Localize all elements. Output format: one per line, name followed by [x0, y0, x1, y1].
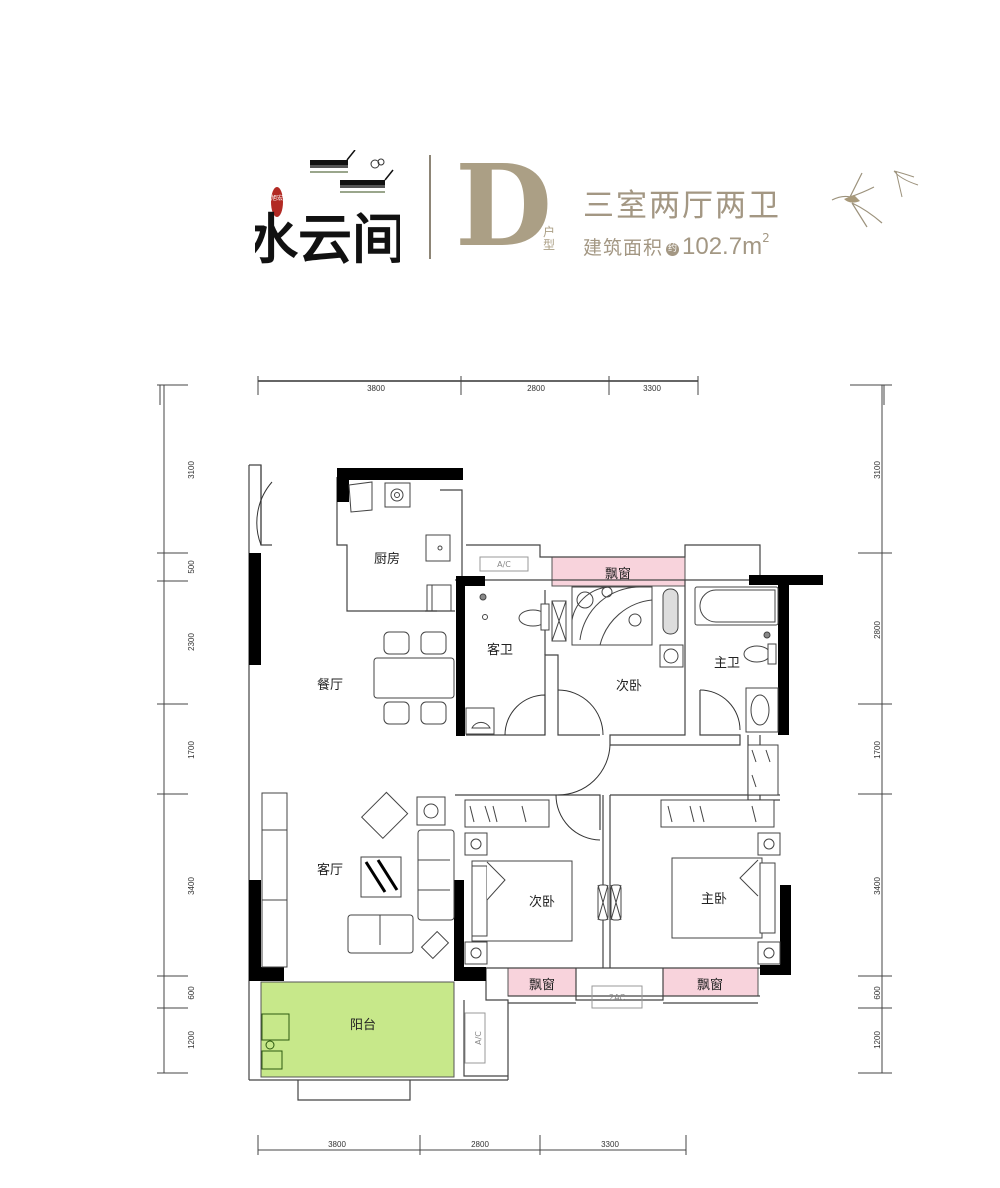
dimension-left-7: 1200: [187, 1031, 196, 1049]
entry-door: [256, 481, 273, 546]
kitchen-fixtures: [348, 481, 452, 612]
room-dining: 餐厅: [317, 677, 343, 693]
north-bedroom-furniture: [571, 586, 684, 668]
dimension-right-5: 600: [873, 986, 882, 1000]
unit-type-suffix: 户型: [543, 225, 556, 252]
dimension-left-5: 3400: [187, 877, 196, 895]
header-divider: [429, 155, 431, 259]
stove-icon: [384, 482, 411, 508]
bay-window-south-left-label: 飘窗: [529, 977, 555, 993]
room-second-bedroom-south: 次卧: [529, 894, 555, 910]
dimension-right-2: 2800: [873, 621, 882, 639]
bay-window-south-right-label: 飘窗: [697, 977, 723, 993]
dimension-right-1: 3100: [873, 461, 882, 479]
approx-badge: 约: [666, 243, 680, 256]
hall-door: [557, 744, 611, 796]
dimension-bottom-1: 3800: [328, 1140, 346, 1149]
roof-eaves-icon: [310, 150, 394, 193]
brand-seal-text: 旭宏: [271, 194, 283, 202]
sink-icon: [425, 534, 451, 562]
dimension-right-6: 1200: [873, 1031, 882, 1049]
dimension-right-4: 3400: [873, 877, 882, 895]
master-bath-door: [699, 689, 741, 731]
brand-seal: [271, 187, 283, 217]
room-living: 客厅: [317, 862, 343, 878]
bay-window-north-label: 飘窗: [605, 566, 631, 582]
area-value: 102.7m: [682, 233, 763, 260]
master-bathroom-fixtures: [694, 586, 779, 733]
dimension-bottom-2: 2800: [471, 1140, 489, 1149]
dimension-left-3: 2300: [187, 633, 196, 651]
ac-label-north: A/C: [497, 560, 511, 569]
south-bedroom-door: [555, 794, 601, 841]
dimension-top: [159, 376, 892, 405]
balcony-fill: [260, 981, 455, 1078]
room-second-bedroom-north: 次卧: [616, 678, 642, 694]
layout-title: 三室两厅两卫: [583, 188, 781, 224]
dimension-left-4: 1700: [187, 741, 196, 759]
dimension-left-6: 600: [187, 986, 196, 1000]
guest-bathroom-fixtures: [465, 556, 567, 735]
dimension-right-3: 1700: [873, 741, 882, 759]
dimension-top-3: 3300: [643, 384, 661, 393]
thick-walls: [249, 468, 823, 981]
dining-table: [373, 631, 455, 725]
north-bedroom-door: [557, 689, 604, 736]
dimension-left: [157, 384, 188, 1074]
ac-label-south: 2AC: [609, 993, 625, 1002]
balcony-fixtures: [261, 985, 643, 1070]
dimension-top-2: 2800: [527, 384, 545, 393]
room-master-bedroom: 主卧: [701, 892, 727, 907]
brand-name: 水云间: [255, 207, 400, 265]
brand-logo: 旭宏 水云间: [255, 150, 400, 265]
room-kitchen: 厨房: [374, 551, 400, 567]
unit-type-letter: D: [455, 141, 553, 272]
dimension-left-1: 3100: [187, 461, 196, 479]
living-furniture: [261, 791, 455, 968]
dimension-right: [858, 384, 892, 1074]
dimension-left-2: 500: [187, 560, 196, 574]
dimension-bottom: [257, 1135, 687, 1155]
room-guest-bathroom: 客卫: [487, 642, 513, 658]
room-master-bathroom: 主卫: [714, 656, 740, 671]
bay-window-south-right: [662, 967, 759, 997]
swallows-icon: [831, 170, 919, 228]
dimension-top-1: 3800: [367, 384, 385, 393]
bay-window-north: [551, 556, 686, 587]
area-unit-superscript: 2: [762, 231, 770, 245]
area-label: 建筑面积: [583, 237, 664, 259]
guest-bath-door: [504, 694, 546, 736]
doors: [256, 481, 741, 841]
room-balcony: 阳台: [350, 1018, 376, 1033]
south-bedroom-furniture: [464, 744, 781, 965]
dimension-bottom-3: 3300: [601, 1140, 619, 1149]
ac-label-balcony: A/C: [474, 1031, 483, 1045]
